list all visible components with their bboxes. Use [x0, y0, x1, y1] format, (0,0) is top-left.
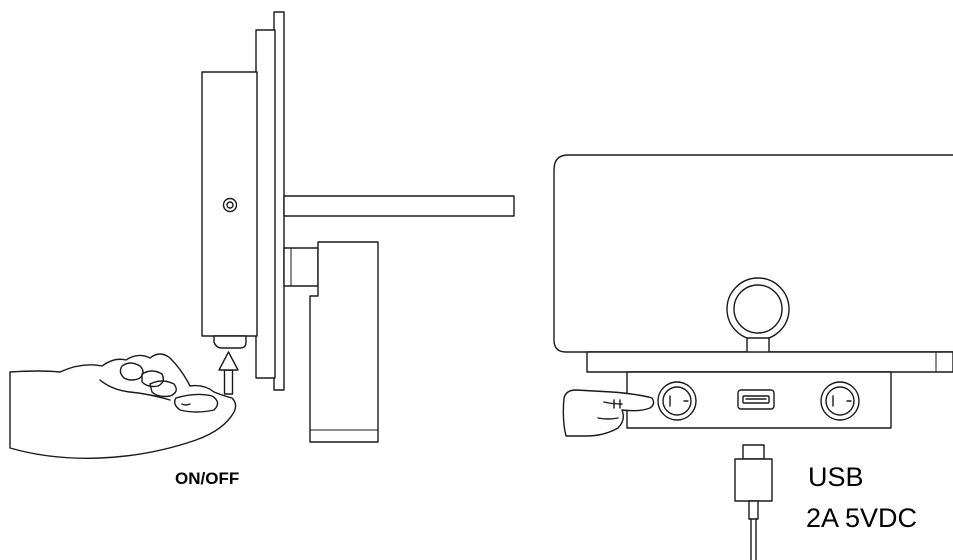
screw-head: [226, 201, 234, 209]
mounting-frame: [255, 29, 276, 379]
usb-spec-label: 2A 5VDC: [806, 503, 918, 533]
shelf: [586, 351, 953, 373]
lamp-head-inner: [733, 284, 783, 334]
device-body: [201, 71, 258, 337]
reading-arm: [283, 195, 515, 217]
power-switch-icon: [820, 381, 860, 421]
lamp-neck: [746, 337, 770, 354]
power-button-bottom: [213, 335, 247, 349]
hand-pressing-up-icon: [9, 353, 237, 459]
cabinet-body: [553, 154, 953, 353]
side-view: [9, 11, 515, 459]
on-off-label: ON/OFF: [175, 469, 240, 488]
control-bar: [626, 371, 892, 429]
front-view: [553, 154, 953, 560]
lamp-shade: [309, 241, 379, 443]
usb-port-icon: [737, 389, 775, 410]
usb-label: USB: [808, 462, 864, 492]
shade-connector: [283, 247, 319, 287]
arrow-up-icon: [218, 351, 239, 395]
power-switch-icon: [657, 381, 697, 421]
hand-pressing-switch-icon: [562, 389, 655, 437]
usb-plug-icon: [734, 444, 773, 560]
screw-icon: [222, 197, 238, 213]
